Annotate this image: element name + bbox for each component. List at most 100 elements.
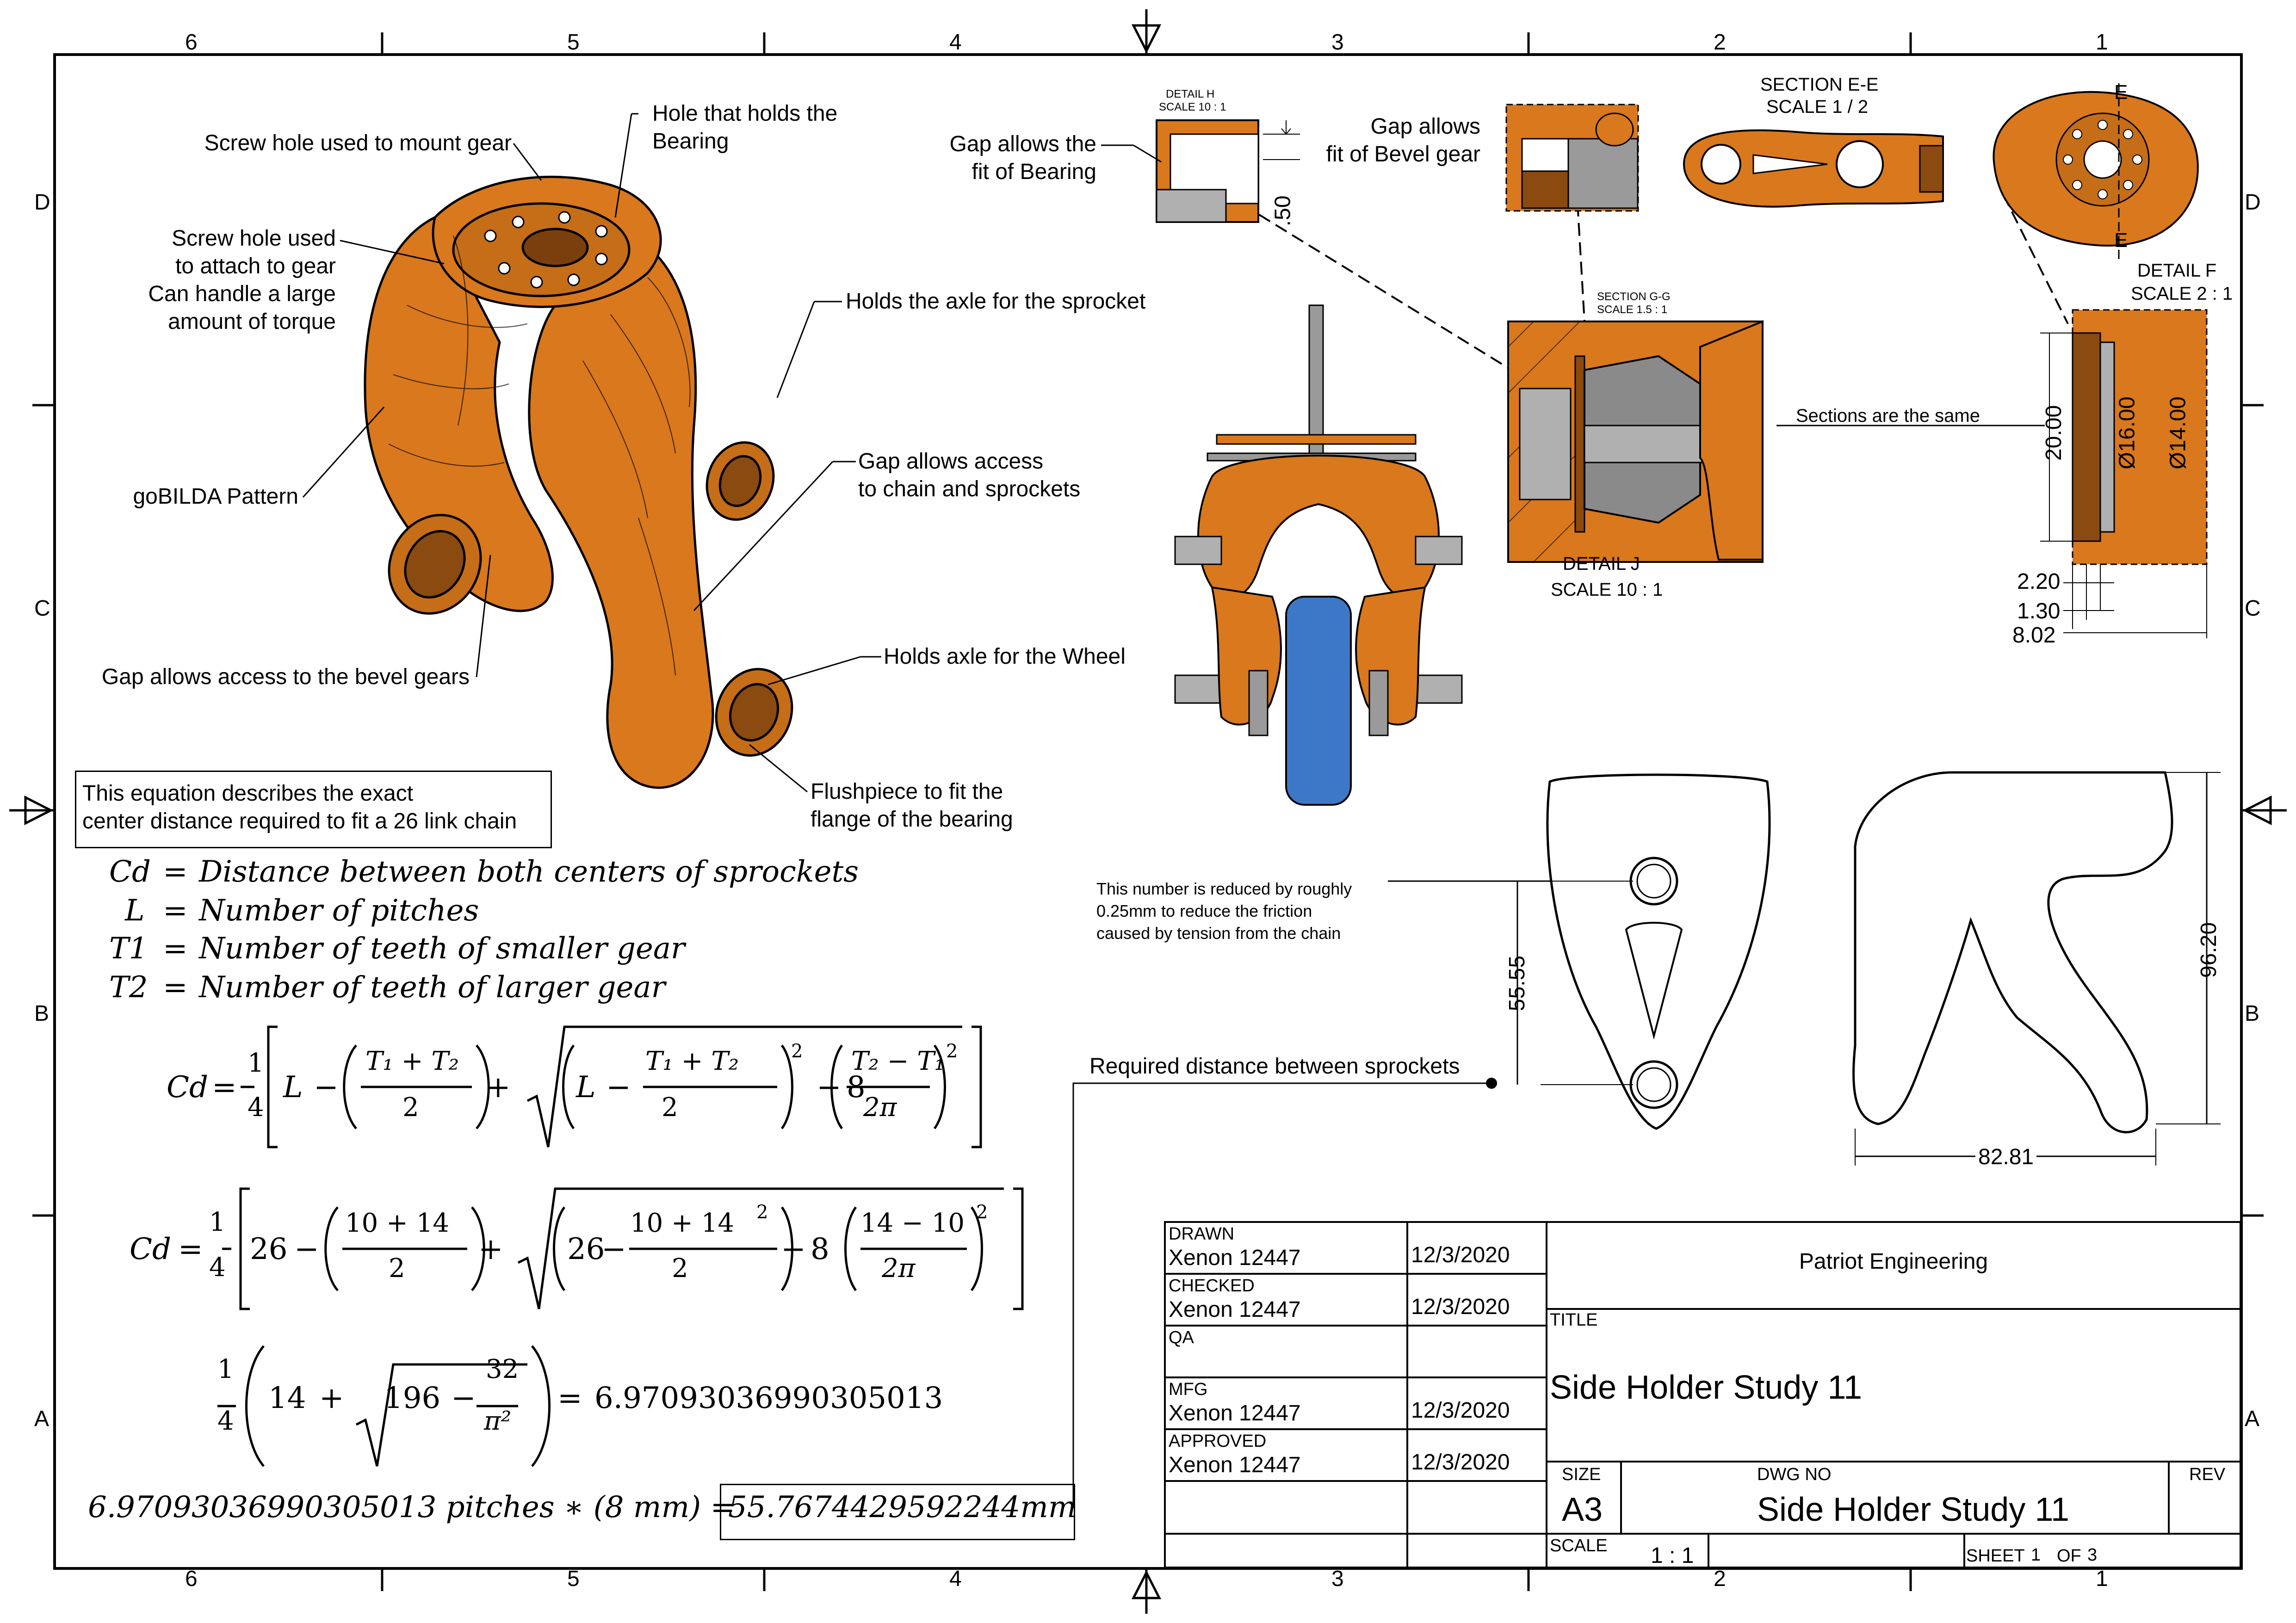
detail-f-scale: SCALE 2 : 1	[2131, 284, 2233, 304]
formula2-plus: +	[478, 1232, 503, 1266]
tb-of-label: OF	[2057, 1546, 2081, 1566]
formula1-cd: Cd	[167, 1070, 208, 1105]
tb-mfg-label: MFG	[1169, 1380, 1208, 1399]
outline-side-view	[1852, 771, 2221, 1166]
formula1-t1t2b: T₁ + T₂	[645, 1046, 739, 1076]
zone-col-2: 2	[1714, 30, 1726, 55]
zone-row-b: B	[34, 1001, 50, 1026]
dim-1-30: 1.30	[2017, 599, 2061, 623]
formula3-14: 14	[268, 1381, 306, 1415]
reduced-distance-note: This number is reduced by roughly 0.25mm…	[1096, 879, 1352, 943]
formula1-sq1: 2	[791, 1041, 803, 1062]
formula2-cd: Cd	[130, 1232, 171, 1266]
formula1-twopi: 2π	[863, 1092, 897, 1123]
section-ee-view	[1683, 129, 1944, 208]
dim-82-81: 82.81	[1975, 1145, 2037, 1169]
tb-sheet-num: 1	[2031, 1545, 2041, 1565]
callout-axle-wheel: Holds axle for the Wheel	[884, 644, 1126, 669]
zone-col-1: 1	[2096, 30, 2108, 55]
formula3-den: 4	[217, 1406, 234, 1436]
def-text-t2: Number of teeth of larger gear	[199, 970, 666, 1005]
required-distance-label: Required distance between sprockets	[1089, 1054, 1460, 1079]
callout-gap-fit-bearing: Gap allows the fit of Bearing	[949, 132, 1096, 184]
tb-size-label: SIZE	[1562, 1465, 1601, 1484]
dim-line-5555	[1516, 881, 1518, 1085]
tb-mfg-name: Xenon 12447	[1169, 1401, 1301, 1426]
tb-size: A3	[1562, 1491, 1603, 1528]
zone-row-c-right: C	[2245, 596, 2261, 621]
formula2-26b: 26	[567, 1232, 605, 1266]
zone-col-6: 6	[185, 30, 198, 55]
zone-row-a: A	[34, 1407, 50, 1431]
def-sym-cd: Cd	[109, 855, 151, 889]
formula1-eight: 8	[847, 1070, 866, 1105]
tb-rev-label: REV	[2189, 1465, 2226, 1484]
formula-final-result: 55.7674429592244mm	[728, 1490, 1077, 1524]
tb-scale: 1 : 1	[1651, 1543, 1694, 1568]
zone-row-a-right: A	[2245, 1407, 2260, 1431]
tb-approved-date: 12/3/2020	[1411, 1450, 1510, 1475]
formula2-twopi: 2π	[882, 1253, 916, 1284]
section-gg-scale: SCALE 1.5 : 1	[1597, 303, 1668, 316]
section-gg-title: SECTION G-G	[1597, 290, 1671, 303]
tb-title: Side Holder Study 11	[1550, 1369, 1863, 1406]
tb-mfg-date: 12/3/2020	[1411, 1398, 1510, 1423]
zone-col-4: 4	[949, 30, 962, 55]
formula2-two2: 2	[672, 1253, 688, 1284]
detail-j-scale: SCALE 10 : 1	[1551, 580, 1663, 600]
tb-title-label: TITLE	[1550, 1310, 1598, 1330]
def-eq-4: =	[163, 970, 188, 1005]
tb-checked-label: CHECKED	[1169, 1276, 1255, 1296]
tb-scale-label: SCALE	[1550, 1536, 1608, 1555]
tb-drawn-label: DRAWN	[1169, 1224, 1235, 1244]
formula1-t1t2: T₁ + T₂	[365, 1046, 459, 1076]
def-eq-2: =	[163, 894, 188, 928]
tb-drawn-date: 12/3/2020	[1411, 1243, 1510, 1267]
formula-numeric-brackets	[222, 1187, 1024, 1310]
callout-gap-bevel: Gap allows access to the bevel gears	[101, 665, 470, 689]
formula2-den: 4	[209, 1253, 226, 1283]
callout-gap-fit-bevel: Gap allows fit of Bevel gear	[1326, 114, 1480, 167]
detail-h-view	[1156, 119, 1300, 223]
zone-row-c: C	[34, 596, 50, 621]
formula1-num: 1	[248, 1048, 264, 1078]
formula2-1014: 10 + 14	[345, 1208, 450, 1238]
leader-fit-bearing	[1101, 144, 1162, 163]
section-letter-top: E	[2114, 81, 2128, 104]
dim-2-20: 2.20	[2017, 569, 2061, 594]
callout-gobilda: goBILDA Pattern	[133, 484, 298, 509]
formula3-plus: +	[319, 1381, 344, 1415]
formula3-num: 1	[217, 1354, 234, 1384]
formula1-minus: −	[314, 1070, 339, 1105]
zone-col-5-bottom: 5	[567, 1567, 580, 1591]
outline-front-view	[1541, 773, 1771, 1130]
zone-row-d-right: D	[2245, 190, 2261, 215]
callout-screw-mount: Screw hole used to mount gear	[204, 131, 512, 155]
zone-col-6-bottom: 6	[185, 1567, 198, 1591]
zone-col-3-bottom: 3	[1331, 1567, 1344, 1591]
formula2-eight: 8	[811, 1232, 829, 1266]
section-ee-scale: SCALE 1 / 2	[1766, 97, 1869, 117]
dim-14: Ø14.00	[2166, 396, 2191, 469]
zone-col-5: 5	[567, 30, 580, 55]
tb-sheet-total: 3	[2087, 1545, 2098, 1565]
detail-h-dim: .50	[1270, 195, 1295, 227]
formula2-26: 26	[250, 1232, 288, 1266]
tb-checked-name: Xenon 12447	[1169, 1297, 1301, 1322]
formula3-minus: −	[451, 1381, 476, 1415]
tb-approved-label: APPROVED	[1169, 1432, 1267, 1451]
dim-16: Ø16.00	[2115, 396, 2140, 469]
formula1-eq: =	[212, 1070, 237, 1105]
section-ee-title: SECTION E-E	[1760, 74, 1879, 95]
detail-f-title: DETAIL F	[2137, 260, 2217, 281]
tb-approved-name: Xenon 12447	[1169, 1453, 1301, 1477]
zone-col-4-bottom: 4	[949, 1567, 962, 1591]
formula2-minus2: −	[601, 1232, 626, 1266]
section-gg-view	[1507, 320, 1764, 563]
detail-bevel-fit-view	[1505, 104, 1639, 212]
dim-96-20: 96.20	[2197, 922, 2222, 978]
isometric-part-view	[364, 175, 793, 789]
formula1-minus3: −	[817, 1070, 842, 1105]
def-eq-3: =	[163, 932, 188, 966]
def-sym-t2: T2	[109, 970, 148, 1005]
